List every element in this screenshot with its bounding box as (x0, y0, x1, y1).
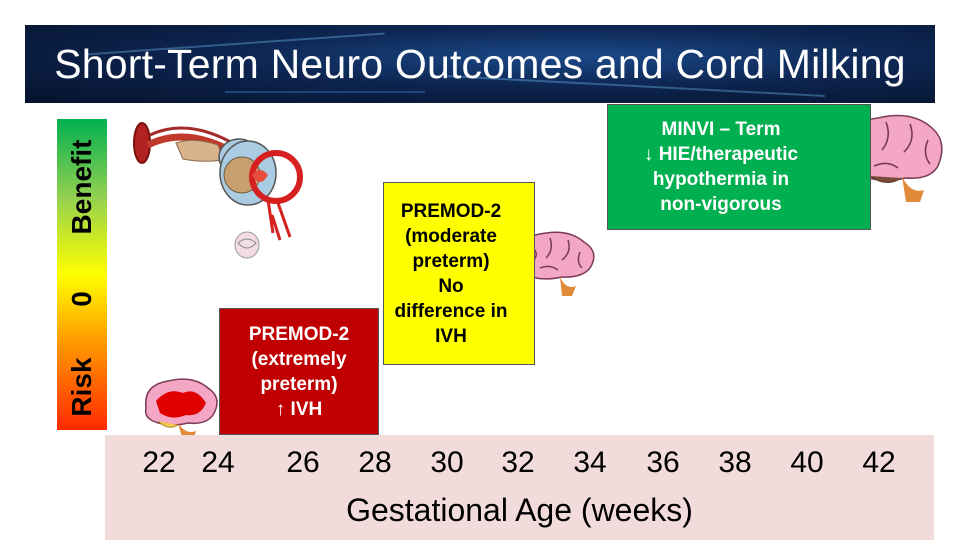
study-box-line: (moderate (405, 225, 497, 247)
axis-tick: 22 (142, 446, 176, 479)
axis-tick: 36 (646, 446, 680, 479)
study-box-text: PREMOD-2 (extremely preterm) ↑ IVH (249, 322, 349, 422)
umbilical-cord-milking-illustration (133, 122, 303, 259)
risk-benefit-scale (57, 119, 107, 430)
banner-streak (225, 91, 425, 93)
title-banner: Short-Term Neuro Outcomes and Cord Milki… (25, 25, 935, 103)
study-box-line: (extremely (251, 348, 347, 370)
study-box-line: hypothermia in (652, 169, 790, 190)
study-box-line: MINVI – Term (661, 119, 781, 140)
axis-tick: 40 (790, 446, 824, 479)
study-box-line: PREMOD-2 (248, 323, 350, 345)
axis-tick: 24 (201, 446, 235, 479)
scale-label-zero: 0 (66, 291, 97, 307)
axis-tick: 28 (358, 446, 392, 479)
study-box-line: preterm) (412, 250, 490, 272)
axis-tick: 32 (501, 446, 535, 479)
study-box-text: MINVI – Term ↓ HIE/therapeutic hypotherm… (644, 117, 798, 217)
scale-label-risk: Risk (66, 357, 97, 417)
gestational-age-axis (105, 435, 934, 540)
axis-tick: 42 (862, 446, 896, 479)
study-box-line: ↓ HIE/therapeutic (643, 144, 799, 165)
study-box-line: IVH (435, 325, 467, 347)
axis-title: Gestational Age (weeks) (346, 492, 693, 528)
axis-tick: 26 (286, 446, 320, 479)
brain-icon (515, 231, 595, 296)
axis-tick: 34 (573, 446, 607, 479)
study-box-line: No (438, 275, 464, 297)
study-box-extremely-preterm: PREMOD-2 (extremely preterm) ↑ IVH (219, 308, 379, 435)
study-box-line: difference in (394, 300, 508, 322)
scale-label-benefit: Benefit (66, 139, 97, 235)
study-box-moderate-preterm: PREMOD-2 (moderate preterm) No differenc… (383, 182, 535, 365)
brain-with-hemorrhage-icon (144, 378, 218, 441)
page-title: Short-Term Neuro Outcomes and Cord Milki… (54, 40, 906, 87)
study-box-line: preterm) (260, 373, 338, 395)
study-box-term: MINVI – Term ↓ HIE/therapeutic hypotherm… (607, 104, 871, 230)
study-box-line: non-vigorous (660, 194, 782, 215)
study-box-line: PREMOD-2 (400, 200, 502, 222)
study-box-line: ↑ IVH (275, 398, 323, 420)
study-box-text: PREMOD-2 (moderate preterm) No differenc… (395, 199, 508, 349)
axis-tick: 38 (718, 446, 752, 479)
axis-tick: 30 (430, 446, 464, 479)
